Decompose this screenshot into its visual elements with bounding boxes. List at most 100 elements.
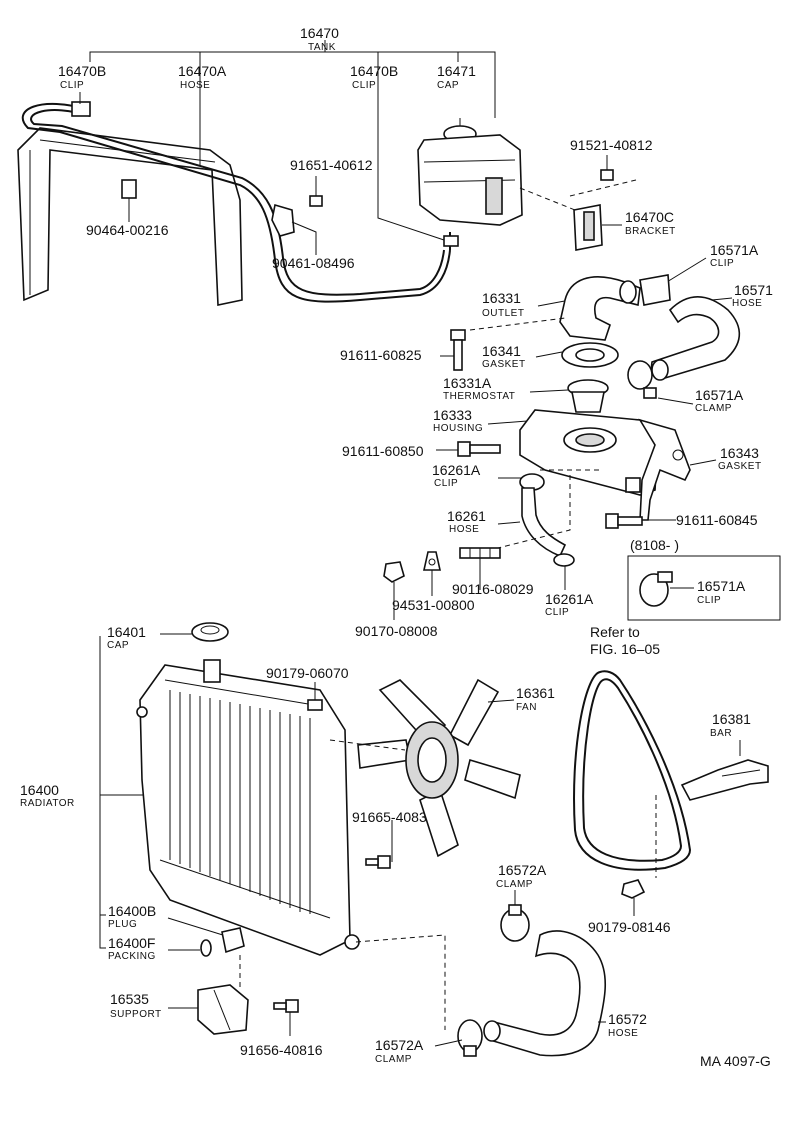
clip-16261a-bottom-part-number: 16261A bbox=[545, 591, 594, 607]
variant-box bbox=[627, 555, 781, 621]
clip-90461-drawing bbox=[271, 203, 317, 255]
bracket-part-name: BRACKET bbox=[625, 226, 676, 237]
plug-part-name: PLUG bbox=[108, 919, 137, 930]
bolt-91611-845-drawing bbox=[605, 513, 643, 529]
outlet-part-name: OUTLET bbox=[482, 308, 524, 319]
v-belt-drawing bbox=[573, 670, 692, 871]
housing-part-number: 16333 bbox=[433, 407, 472, 423]
clip-16571a-top-part-number: 16571A bbox=[710, 242, 759, 258]
nut-90170-part-number: 90170-08008 bbox=[355, 623, 438, 639]
clip-right-part-number: 16470B bbox=[350, 63, 398, 79]
bolt-91611-850-drawing bbox=[436, 441, 501, 457]
clamp-16571a-part-name: CLAMP bbox=[695, 403, 732, 414]
fan-part-name: FAN bbox=[516, 702, 537, 713]
housing-part-name: HOUSING bbox=[433, 423, 483, 434]
hose-16571-part-name: HOSE bbox=[732, 298, 762, 309]
fan-drawing bbox=[357, 678, 521, 858]
clamp-16571a-part-number: 16571A bbox=[695, 387, 744, 403]
reserve-tank-drawing bbox=[417, 118, 523, 250]
bolt-91656-part-number: 91656-40816 bbox=[240, 1042, 323, 1058]
tank-bracket-leader bbox=[89, 40, 496, 118]
bar-16381-drawing bbox=[680, 759, 769, 801]
hose-16261-drawing bbox=[521, 487, 575, 567]
bolt-91665-part-number: 91665-40835 bbox=[352, 809, 435, 825]
outlet-16331-drawing bbox=[559, 274, 671, 341]
tank-part-number: 16470 bbox=[300, 25, 339, 41]
nut-90179-070-drawing bbox=[307, 682, 323, 711]
clip-left-part-number: 16470B bbox=[58, 63, 106, 79]
washer-94531-part-number: 94531-00800 bbox=[392, 597, 475, 613]
stud-90116-part-number: 90116-08029 bbox=[452, 581, 534, 597]
clip-right-part-name: CLIP bbox=[352, 80, 376, 91]
bolt-91611-850-part-number: 91611-60850 bbox=[342, 443, 424, 459]
clamp-16572a-top-part-number: 16572A bbox=[498, 862, 547, 878]
thermostat-part-number: 16331A bbox=[443, 375, 492, 391]
radiator-core-fins bbox=[169, 690, 311, 914]
clip-16571a-box-part-number: 16571A bbox=[697, 578, 746, 594]
hose-tank-part-name: HOSE bbox=[180, 80, 210, 91]
clip-90461-part-number: 90461-08496 bbox=[272, 255, 355, 271]
bolt-91651-drawing bbox=[309, 176, 323, 207]
bolt-91611-825-part-number: 91611-60825 bbox=[340, 347, 422, 363]
plug-packing-drawing bbox=[200, 927, 245, 957]
gasket-16341-drawing bbox=[561, 342, 619, 368]
bolt-91665-drawing bbox=[365, 855, 391, 869]
hose-16261-part-name: HOSE bbox=[449, 524, 479, 535]
thermostat-drawing bbox=[567, 379, 609, 413]
hose-16571-part-number: 16571 bbox=[734, 282, 773, 298]
radiator-top-frame-drawing bbox=[17, 127, 243, 306]
bracket-16470c-drawing bbox=[573, 204, 603, 251]
clamp-16572a-top-part-name: CLAMP bbox=[496, 879, 533, 890]
nut-90179-146-part-number: 90179-08146 bbox=[588, 919, 671, 935]
bolt-91611-825-drawing bbox=[440, 317, 566, 371]
clip-right-drawing bbox=[443, 235, 459, 247]
radiator-part-number: 16400 bbox=[20, 782, 59, 798]
radiator-drawing bbox=[136, 659, 360, 956]
tank-part-name: TANK bbox=[308, 42, 336, 53]
gasket-16343-drawing bbox=[638, 418, 691, 521]
refer-text-line1: Refer to bbox=[590, 624, 640, 640]
cap-tank-part-number: 16471 bbox=[437, 63, 476, 79]
gasket-16343-part-name: GASKET bbox=[718, 461, 762, 472]
clip-90464-part-number: 90464-00216 bbox=[86, 222, 169, 238]
clip-left-part-name: CLIP bbox=[60, 80, 84, 91]
nut-90170-drawing bbox=[383, 561, 405, 583]
overflow-hose-drawing bbox=[21, 92, 451, 303]
cap-tank-part-name: CAP bbox=[437, 80, 459, 91]
clamp-16572a-bottom-part-name: CLAMP bbox=[375, 1054, 412, 1065]
plug-part-number: 16400B bbox=[108, 903, 156, 919]
radiator-cap-drawing bbox=[191, 622, 229, 642]
gasket-16341-part-number: 16341 bbox=[482, 343, 521, 359]
bolt-91651-part-number: 91651-40612 bbox=[290, 157, 373, 173]
clip-16571a-box-part-name: CLIP bbox=[697, 595, 721, 606]
radiator-part-name: RADIATOR bbox=[20, 798, 75, 809]
refer-text-line2: FIG. 16–05 bbox=[590, 641, 660, 657]
hose-tank-part-number: 16470A bbox=[178, 63, 227, 79]
hose-16261-part-number: 16261 bbox=[447, 508, 486, 524]
clamp-16572a-bottom-drawing bbox=[457, 1019, 483, 1057]
hose-16572-part-number: 16572 bbox=[608, 1011, 647, 1027]
cap-radiator-part-number: 16401 bbox=[107, 624, 146, 640]
nut-90179-146-drawing bbox=[621, 879, 646, 899]
clip-left-drawing bbox=[71, 101, 91, 117]
clip-16571a-top-part-name: CLIP bbox=[710, 258, 734, 269]
clip-16261a-top-part-name: CLIP bbox=[434, 478, 458, 489]
bolt-91521-drawing bbox=[569, 155, 637, 197]
housing-16333-drawing bbox=[519, 409, 659, 496]
nut-90179-070-part-number: 90179-06070 bbox=[266, 665, 349, 681]
bar-part-name: BAR bbox=[710, 728, 732, 739]
gasket-16343-part-number: 16343 bbox=[720, 445, 759, 461]
gasket-16341-part-name: GASKET bbox=[482, 359, 526, 370]
bolt-91656-drawing bbox=[273, 999, 299, 1013]
hose-16572-part-name: HOSE bbox=[608, 1028, 638, 1039]
variant-date-range: (8108- ) bbox=[630, 537, 679, 553]
support-part-number: 16535 bbox=[110, 991, 149, 1007]
clamp-16571a-drawing bbox=[627, 360, 657, 399]
support-16535-drawing bbox=[197, 984, 249, 1035]
bolt-91521-part-number: 91521-40812 bbox=[570, 137, 653, 153]
packing-part-name: PACKING bbox=[108, 951, 156, 962]
bolt-91611-845-part-number: 91611-60845 bbox=[676, 512, 758, 528]
clip-90464-drawing bbox=[121, 179, 137, 222]
clip-16261a-bottom-part-name: CLIP bbox=[545, 607, 569, 618]
